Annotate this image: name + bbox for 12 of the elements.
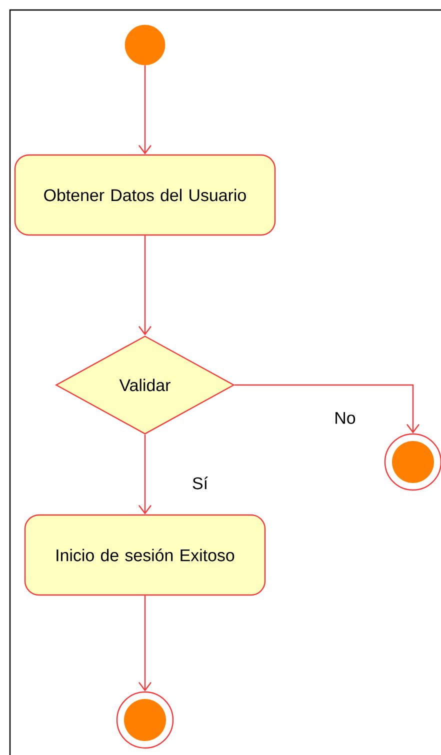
arrow [234, 384, 420, 434]
arrow [138, 65, 152, 154]
end-node [116, 691, 174, 749]
activity-box: Inicio de sesión Exitoso [24, 514, 266, 596]
start-node [124, 24, 166, 66]
end-node [384, 433, 441, 491]
arrow [138, 434, 152, 514]
activity-box: Obtener Datos del Usuario [14, 154, 276, 236]
edge-label: No [333, 411, 357, 425]
edge-label: Sí [191, 476, 209, 490]
arrow [138, 236, 152, 336]
arrow [138, 596, 152, 692]
